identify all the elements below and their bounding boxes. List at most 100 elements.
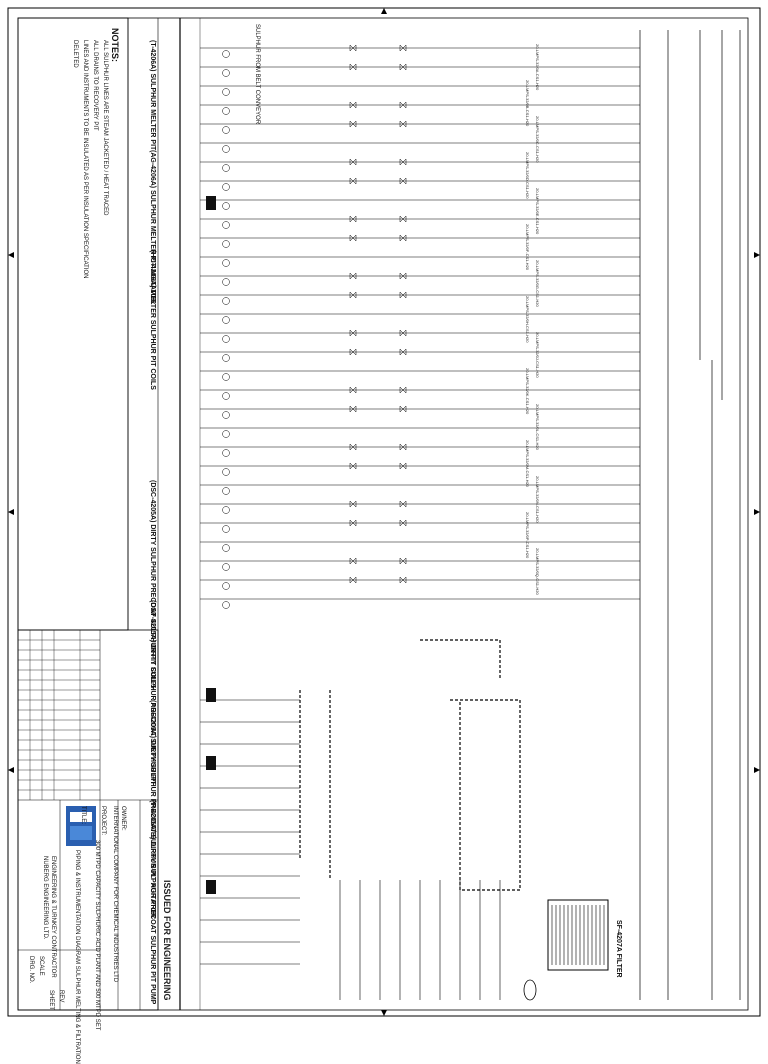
equipment-blocks xyxy=(206,196,216,894)
scale-label: SCALE xyxy=(38,956,44,976)
instrument-bubble xyxy=(222,221,230,229)
valve-pair xyxy=(349,215,407,223)
process-lines xyxy=(200,47,640,1000)
instrument-bubble xyxy=(222,392,230,400)
valve-pair xyxy=(349,329,407,337)
instrument-bubble xyxy=(222,316,230,324)
instrument-bubble xyxy=(222,449,230,457)
title-label: TITLE: xyxy=(80,806,86,825)
rev-label: REV xyxy=(58,990,64,1003)
owner-name: INTERNATIONAL COMPANY FOR CHEMICAL INDUS… xyxy=(112,806,118,983)
instrument-bubble xyxy=(222,373,230,381)
line-number-label: 20-LMPS-32/0E-CS1-H20 xyxy=(535,188,540,235)
instrument-bubble xyxy=(222,544,230,552)
belt-conveyor-label: SULPHUR FROM BELT CONVEYOR xyxy=(254,24,260,125)
instrument-bubble xyxy=(222,335,230,343)
instrument-bubble xyxy=(222,354,230,362)
instrument-bubble xyxy=(222,297,230,305)
jacketed-lines xyxy=(299,639,521,891)
instrument-bubble xyxy=(222,487,230,495)
line-number-label: 20-LMPS-32/0N-CS1-H20 xyxy=(535,476,540,523)
issued-stamp: ISSUED FOR ENGINEERING xyxy=(162,880,172,1001)
instrument-bubble xyxy=(222,468,230,476)
instrument-bubble xyxy=(222,183,230,191)
zone-markers xyxy=(8,8,760,1016)
line-number-label: 20-LMPS-32/0Q-CS1-H20 xyxy=(535,548,540,595)
label-precoat-pump: (P-4205A/B) DIRTY SULPHUR PRECOAT SULPHU… xyxy=(149,800,156,1005)
instrument-bubbles xyxy=(222,50,230,609)
instrument-bubble xyxy=(222,88,230,96)
line-number-label: 20-LMPS-32/0P-CS1-H20 xyxy=(525,512,530,559)
valve-pair xyxy=(349,291,407,299)
notes-title: NOTES: xyxy=(110,28,120,63)
valve-pair xyxy=(349,576,407,584)
valve-pair xyxy=(349,158,407,166)
instrument-bubble xyxy=(222,126,230,134)
contractor-label: ENGINEERING & TURNKEY CONTRACTOR xyxy=(50,856,56,978)
sheet-border xyxy=(7,7,761,1017)
valve-pair xyxy=(349,386,407,394)
line-number-label: 20-LMPS-32/0D-CS1-H20 xyxy=(525,152,530,199)
project-name: 300 MTPD CAPACITY SULPHURIC ACID PLANT A… xyxy=(94,840,100,1031)
line-number-label: 20-LMPS-32/0B-CS1-H20 xyxy=(525,80,530,127)
instrument-bubble xyxy=(222,582,230,590)
note-4: DELETED xyxy=(72,40,78,68)
project-label: PROJECT: xyxy=(100,806,106,836)
valve-pair xyxy=(349,500,407,508)
instrument-bubble xyxy=(222,107,230,115)
valve-pair xyxy=(349,44,407,52)
instrument-bubble xyxy=(222,430,230,438)
owner-label: OWNER: xyxy=(120,806,126,831)
instrument-bubble xyxy=(222,145,230,153)
note-2: ALL DRAINS TO RECOVERY PIT xyxy=(92,40,98,131)
line-number-label: 20-LMPS-32/0L-CS1-H20 xyxy=(535,404,540,450)
drawing-no-label: DRG. NO. xyxy=(28,956,34,984)
sheet-label: SHEET xyxy=(48,990,54,1011)
label-melter-coils: (HC-4206A) MELTER SULPHUR PIT COILS xyxy=(149,250,156,390)
valve-pair xyxy=(349,443,407,451)
valve-pair xyxy=(349,348,407,356)
valve-pair xyxy=(349,462,407,470)
line-number-label: 20-LMPS-32/0J-CS1-H20 xyxy=(535,332,540,378)
instrument-bubble xyxy=(222,259,230,267)
instrument-bubble xyxy=(222,563,230,571)
label-melter-pit: (T-4206A) SULPHUR MELTER PIT xyxy=(149,40,156,151)
line-number-label: 20-LMPS-32/0A-CS1-H20 xyxy=(535,44,540,91)
line-number-label: 20-LMPS-32/0H-CS1-H20 xyxy=(525,296,530,343)
instrument-bubble xyxy=(222,50,230,58)
instrument-bubble xyxy=(222,525,230,533)
notes-box xyxy=(17,17,129,631)
line-number-label: 20-LMPS-32/0K-CS1-H20 xyxy=(525,368,530,415)
pid-diagram xyxy=(7,7,761,1017)
line-number-label: 20-LMPS-32/0G-CS1-H20 xyxy=(535,260,540,307)
instrument-bubble xyxy=(222,278,230,286)
valve-pair xyxy=(349,557,407,565)
contractor-name: NUBERG ENGINEERING LTD. xyxy=(42,856,48,940)
instrument-bubble xyxy=(222,411,230,419)
line-number-label: 20-LMPS-32/0F-CS1-H20 xyxy=(525,224,530,271)
revision-table xyxy=(18,630,100,800)
instrument-bubble xyxy=(222,506,230,514)
valve-pair xyxy=(349,405,407,413)
valve-pair xyxy=(349,63,407,71)
instrument-bubble xyxy=(222,601,230,609)
note-1: ALL SULPHUR LINES ARE STEAM JACKETED / H… xyxy=(102,40,108,216)
title-name: PIPING & INSTRUMENTATION DIAGRAM SULPHUR… xyxy=(74,850,80,1064)
line-number-label: 20-LMPS-32/0C-CS1-H20 xyxy=(535,116,540,163)
drawing-frame xyxy=(17,17,749,1011)
filter-vessel xyxy=(523,899,609,1001)
valve-pair xyxy=(349,234,407,242)
instrument-bubble xyxy=(222,240,230,248)
header-risers xyxy=(639,30,741,1000)
note-3: LINES AND INSTRUMENTS TO BE INSULATED AS… xyxy=(82,40,88,279)
valve-pair xyxy=(349,120,407,128)
filter-label: SF-4207A FILTER xyxy=(615,920,622,978)
instrument-bubble xyxy=(222,164,230,172)
valve-pair xyxy=(349,272,407,280)
instrument-bubble xyxy=(222,202,230,210)
valve-pair xyxy=(349,101,407,109)
line-number-label: 20-LMPS-32/0M-CS1-H20 xyxy=(525,440,530,487)
control-valves xyxy=(349,44,407,584)
valve-pair xyxy=(349,519,407,527)
instrument-bubble xyxy=(222,69,230,77)
